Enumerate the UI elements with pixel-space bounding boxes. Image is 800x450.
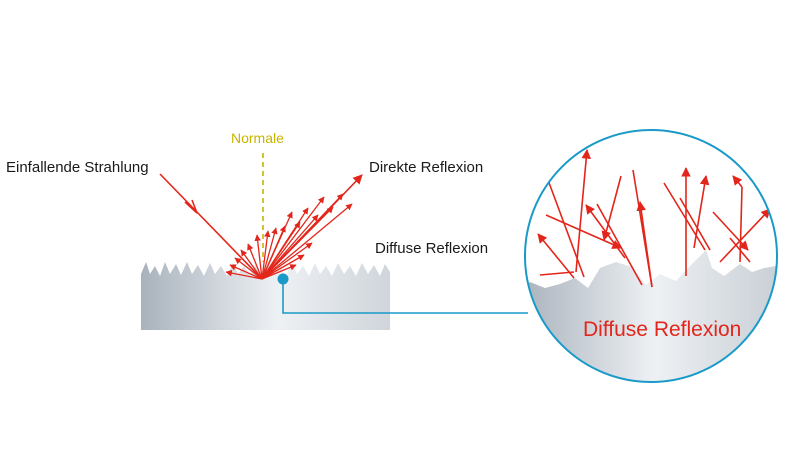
diffuse-reflection-label: Diffuse Reflexion <box>375 240 489 257</box>
diffuse-reflection-rays <box>225 193 353 280</box>
diffuse-ray <box>247 243 263 280</box>
diffuse-ray <box>229 264 263 280</box>
diffuse-ray <box>261 230 271 280</box>
callout-dot <box>277 273 289 285</box>
zoom-detail <box>524 129 778 383</box>
normal-label: Normale <box>231 130 284 146</box>
diffuse-ray <box>225 269 263 280</box>
zoom-rays <box>537 149 771 288</box>
zoom-caption: Diffuse Reflexion <box>583 318 742 341</box>
diffuse-ray <box>261 264 297 280</box>
diffuse-ray <box>261 254 305 280</box>
incident-radiation-label: Einfallende Strahlung <box>6 159 149 176</box>
diffuse-ray <box>261 221 301 280</box>
diffuse-ray <box>240 249 263 280</box>
diffuse-ray <box>261 203 353 280</box>
diffuse-ray <box>261 242 313 280</box>
diffuse-ray <box>234 257 263 280</box>
diffuse-ray <box>261 227 278 280</box>
diffuse-ray <box>261 225 286 280</box>
diffuse-ray <box>261 214 319 280</box>
zoom-circle-border <box>524 129 778 383</box>
direct-reflection-label: Direkte Reflexion <box>369 159 484 176</box>
callout-connector <box>282 280 528 314</box>
diffuse-ray <box>261 206 334 280</box>
incident-ray <box>159 173 263 280</box>
diffuse-ray <box>254 234 263 280</box>
diffuse-ray <box>261 196 325 280</box>
